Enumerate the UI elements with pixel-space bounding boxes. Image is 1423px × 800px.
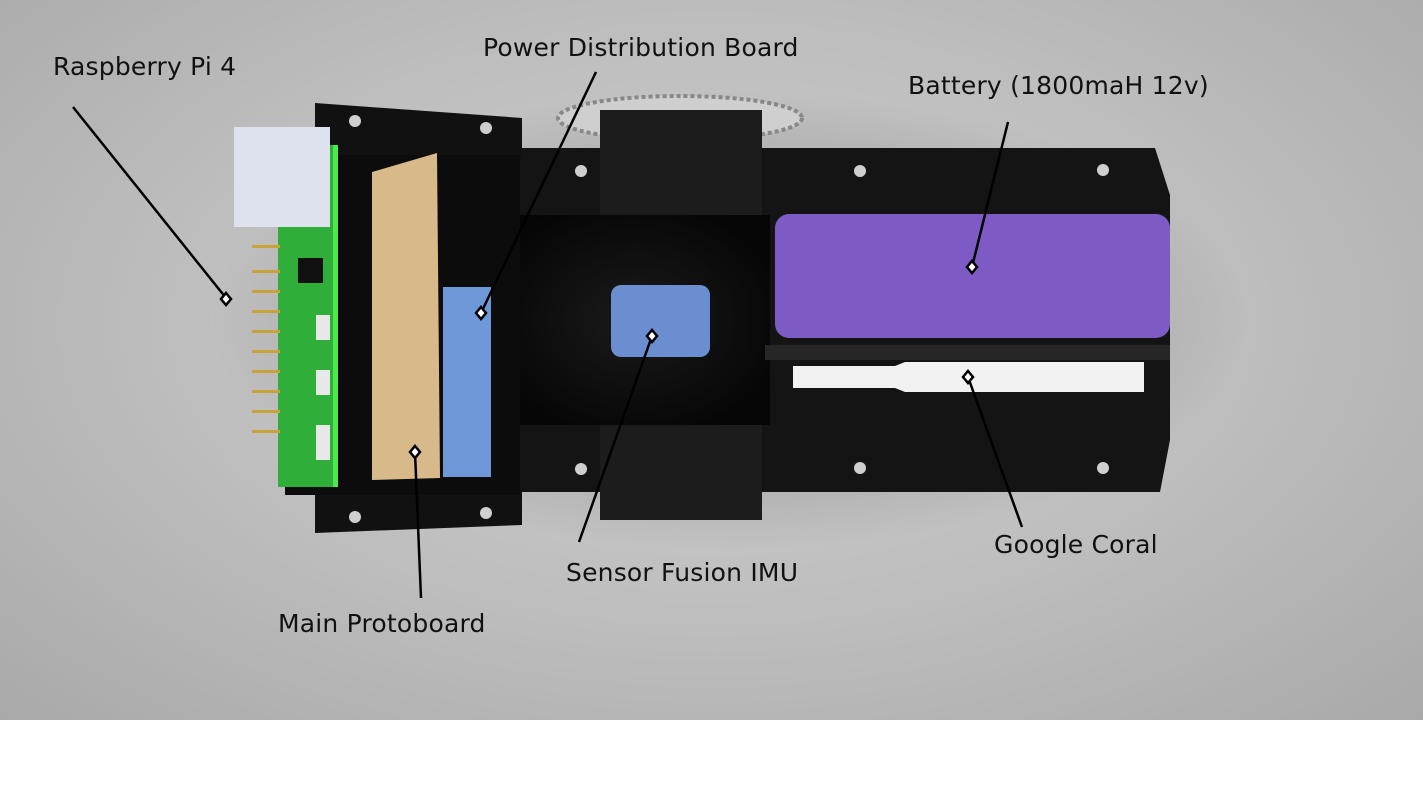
battery	[775, 214, 1170, 338]
robot-render	[72, 71, 1250, 599]
anchor-markers	[219, 259, 979, 460]
label-raspberry-pi: Raspberry Pi 4	[53, 52, 237, 81]
label-power-distribution-board: Power Distribution Board	[483, 33, 799, 62]
main-protoboard	[372, 153, 440, 480]
label-sensor-fusion-imu: Sensor Fusion IMU	[566, 558, 799, 587]
raspberry-pi	[234, 127, 338, 487]
leader-lines	[72, 71, 1024, 599]
label-battery: Battery (1800maH 12v)	[908, 71, 1209, 100]
label-google-coral: Google Coral	[994, 530, 1158, 559]
power-distribution-board	[443, 287, 491, 477]
sensor-fusion-imu	[611, 285, 710, 357]
label-main-protoboard: Main Protoboard	[278, 609, 486, 638]
